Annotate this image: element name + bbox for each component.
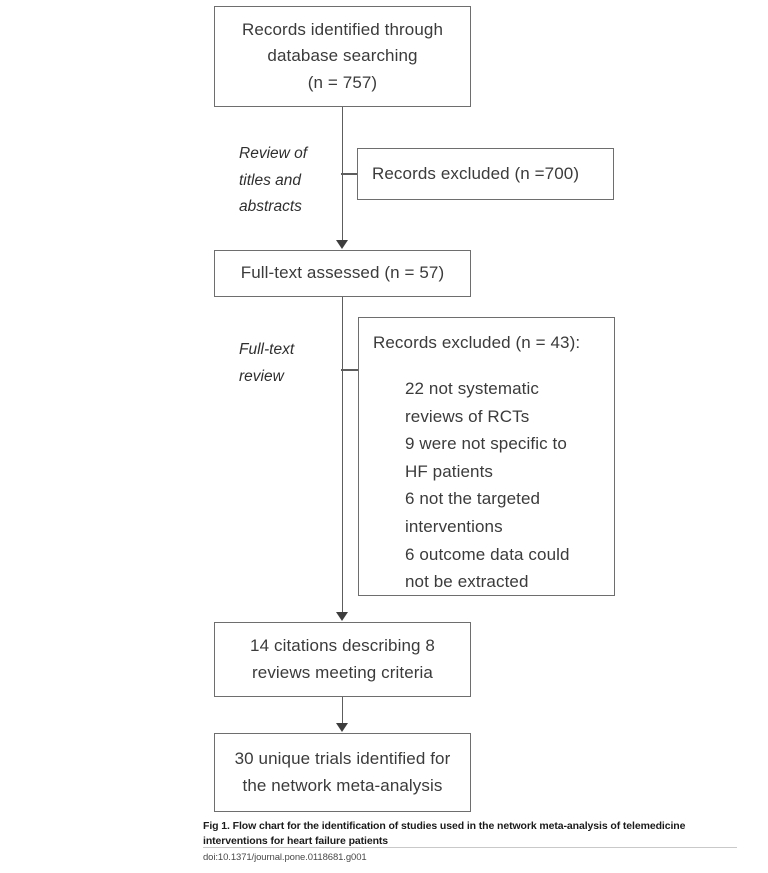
label-screening-line3: abstracts: [239, 198, 302, 216]
connector-fulltext-to-citations: [341, 297, 344, 613]
box-records-identified-line2: database searching: [267, 46, 418, 66]
label-fulltext-line2: review: [239, 367, 284, 385]
exclusion-reason-line: interventions: [405, 517, 503, 536]
figure-caption: Fig 1. Flow chart for the identification…: [203, 820, 686, 847]
connector-citations-to-trials: [341, 697, 344, 724]
box-records-excluded-fulltext: Records excluded (n = 43): 22 not system…: [358, 317, 615, 596]
exclusion-reason-line: 6 not the targeted: [405, 489, 541, 509]
box-records-excluded-fulltext-header: Records excluded (n = 43):: [373, 333, 581, 352]
exclusion-reason-line: not be extracted: [405, 572, 529, 592]
label-screening-step: Review of titles and abstracts: [239, 141, 335, 221]
exclusion-reasons-list: 22 not systematic reviews of RCTs 9 were…: [373, 375, 570, 595]
box-citations-describing-reviews: 14 citations describing 8 reviews meetin…: [214, 622, 471, 697]
label-screening-line1: Review of: [239, 145, 308, 162]
label-fulltext-line1: Full-text: [239, 341, 295, 358]
label-fulltext-step: Full-text review: [239, 337, 335, 390]
exclusion-reason-line: 9 were not specific to: [405, 434, 567, 454]
box-records-excluded-screening: Records excluded (n =700): [357, 148, 614, 200]
box-fulltext-assessed: Full-text assessed (n = 57): [214, 250, 471, 297]
box-citations-line2: reviews meeting criteria: [252, 662, 433, 682]
exclusion-reason-line: 6 outcome data could: [405, 544, 570, 564]
box-records-identified-line3: (n = 757): [307, 72, 378, 92]
box-trials-line2: the network meta-analysis: [242, 775, 443, 795]
arrow-down-icon: [336, 240, 348, 249]
box-citations-line1: 14 citations describing 8: [250, 636, 435, 656]
box-records-identified-line1: Records identified through: [241, 19, 444, 39]
exclusion-reason-line: 22 not systematic: [405, 379, 539, 399]
exclusion-reason-line: HF patients: [405, 461, 494, 481]
box-records-excluded-screening-text: Records excluded (n =700): [372, 163, 580, 183]
exclusion-reason-line: reviews of RCTs: [405, 406, 530, 426]
box-records-identified: Records identified through database sear…: [214, 6, 471, 107]
arrow-down-icon: [336, 723, 348, 732]
box-unique-trials-identified: 30 unique trials identified for the netw…: [214, 733, 471, 812]
box-fulltext-assessed-text: Full-text assessed (n = 57): [240, 263, 445, 283]
arrow-down-icon: [336, 612, 348, 621]
label-screening-line2: titles and: [239, 171, 302, 189]
box-trials-line1: 30 unique trials identified for: [234, 749, 451, 769]
caption-divider: [203, 847, 737, 848]
figure-doi: doi:10.1371/journal.pone.0118681.g001: [203, 852, 367, 863]
